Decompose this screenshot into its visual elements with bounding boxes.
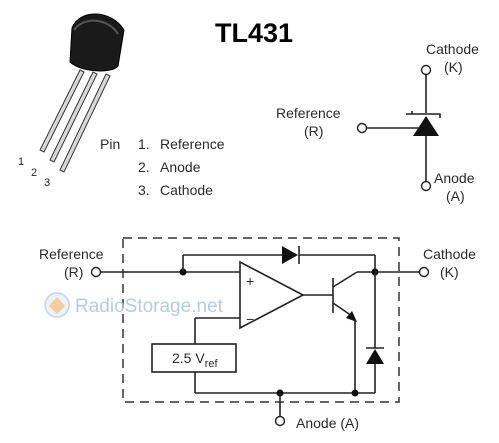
symbol-diode-triangle [413, 116, 439, 136]
schematic-reference-short: (R) [64, 264, 83, 280]
op-amp-triangle [239, 260, 305, 330]
pin-3-number: 3. [138, 182, 150, 198]
transistor-emitter-arrow [346, 311, 357, 322]
symbol-reference-terminal [356, 122, 368, 134]
vref-box [151, 343, 237, 373]
schematic-cathode-short: (K) [440, 264, 459, 280]
feedback-diode [282, 246, 298, 264]
pin-list: Pin 1. Reference 2. Anode 3. Cathode [100, 136, 225, 198]
package-leads [39, 69, 111, 173]
symbol-cathode-terminal [420, 64, 432, 76]
schematic-cathode-label: Cathode [423, 246, 476, 262]
symbol-cathode-short: (K) [444, 59, 463, 75]
schematic-anode-terminal [274, 415, 286, 427]
schematic-cathode-terminal [418, 266, 430, 278]
schematic-reference-terminal [90, 266, 102, 278]
op-amp-plus: + [246, 273, 254, 289]
op-amp-minus: − [246, 311, 254, 327]
symbol-reference-short: (R) [304, 123, 323, 139]
watermark-text: RadioStorage.net [75, 296, 224, 317]
watermark: RadioStorage.net [44, 292, 224, 318]
pin-1-label: Reference [160, 136, 225, 152]
page-title: TL431 [215, 18, 293, 48]
tl431-symbol: Cathode (K) Anode (A) Reference (R) [276, 41, 479, 204]
leg-number-2: 2 [31, 167, 37, 179]
schematic-anode-label: Anode (A) [296, 415, 359, 431]
pin-list-header: Pin [100, 136, 120, 152]
symbol-cathode-label: Cathode [426, 41, 479, 57]
transistor-collector [332, 271, 358, 288]
symbol-reference-label: Reference [276, 105, 341, 121]
pin-3-label: Cathode [160, 182, 213, 198]
symbol-anode-terminal [420, 180, 432, 192]
leg-number-3: 3 [44, 177, 50, 189]
pin-1-number: 1. [138, 136, 150, 152]
internal-schematic: Reference (R) Cathode (K) Anode (A) + − … [39, 237, 476, 431]
protection-diode [366, 349, 384, 364]
to92-package: 1 2 3 [18, 13, 125, 189]
vref-label: 2.5 Vref [172, 350, 218, 370]
transistor-emitter [332, 302, 353, 317]
leg-number-1: 1 [18, 156, 24, 168]
package-outline-dashed [122, 237, 400, 403]
package-body [69, 13, 125, 72]
pin-2-number: 2. [138, 159, 150, 175]
schematic-reference-label: Reference [39, 246, 104, 262]
symbol-zener-bar [406, 111, 441, 118]
symbol-anode-label: Anode [434, 170, 475, 186]
symbol-anode-short: (A) [446, 188, 465, 204]
pin-2-label: Anode [160, 159, 201, 175]
